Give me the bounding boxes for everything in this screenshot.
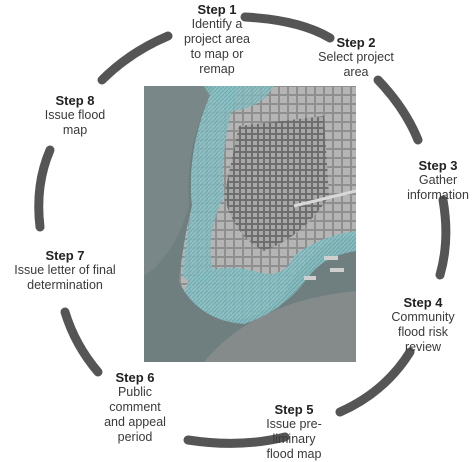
cycle-arc-5-6 <box>183 432 290 448</box>
step-3-title: Step 3 <box>418 158 458 173</box>
step-4: Step 4 Community flood risk review <box>380 295 466 355</box>
cycle-arc-2-3 <box>373 75 423 145</box>
step-3: Step 3 Gather information <box>398 158 474 203</box>
step-6-description: Public comment and appeal period <box>104 385 166 444</box>
step-8-title: Step 8 <box>55 93 95 108</box>
step-2: Step 2 Select project area <box>306 35 406 80</box>
step-7: Step 7 Issue letter of final determinati… <box>0 248 130 293</box>
step-7-description: Issue letter of final determination <box>14 263 116 292</box>
step-1: Step 1 Identify a project area to map or… <box>172 2 262 77</box>
map-flood-zone-west <box>182 86 239 284</box>
step-4-title: Step 4 <box>403 295 443 310</box>
map-pier-1 <box>324 256 338 260</box>
map-flood-zone-north <box>204 86 274 111</box>
step-1-title: Step 1 <box>197 2 237 17</box>
cycle-arc-1-2 <box>240 12 335 43</box>
aerial-map-image <box>144 86 357 362</box>
step-5-description: Issue pre- liminary flood map <box>266 417 322 461</box>
map-river-left <box>144 86 214 276</box>
map-pier-2 <box>330 268 344 272</box>
step-8: Step 8 Issue flood map <box>30 93 120 138</box>
step-8-description: Issue flood map <box>44 108 106 137</box>
aerial-map-graphic <box>144 86 357 362</box>
step-3-description: Gather information <box>407 173 469 202</box>
step-6: Step 6 Public comment and appeal period <box>95 370 175 445</box>
cycle-arc-3-4 <box>435 195 451 280</box>
cycle-arc-6-7 <box>60 307 103 377</box>
map-flood-zone-south <box>184 231 356 324</box>
map-river-bottom <box>204 291 356 362</box>
map-dense-core <box>224 116 329 251</box>
step-7-title: Step 7 <box>45 248 85 263</box>
step-4-description: Community flood risk review <box>391 310 455 354</box>
step-2-description: Select project area <box>318 50 394 79</box>
step-2-title: Step 2 <box>336 35 376 50</box>
step-1-description: Identify a project area to map or remap <box>183 17 250 76</box>
step-5-title: Step 5 <box>274 402 314 417</box>
cycle-arc-4-5 <box>335 347 415 417</box>
cycle-arc-8-1 <box>97 31 173 85</box>
map-pier-3 <box>304 276 316 280</box>
cycle-arc-7-8 <box>34 145 55 232</box>
step-5: Step 5 Issue pre- liminary flood map <box>251 402 337 462</box>
step-6-title: Step 6 <box>115 370 155 385</box>
map-bridge-approach <box>293 189 357 208</box>
